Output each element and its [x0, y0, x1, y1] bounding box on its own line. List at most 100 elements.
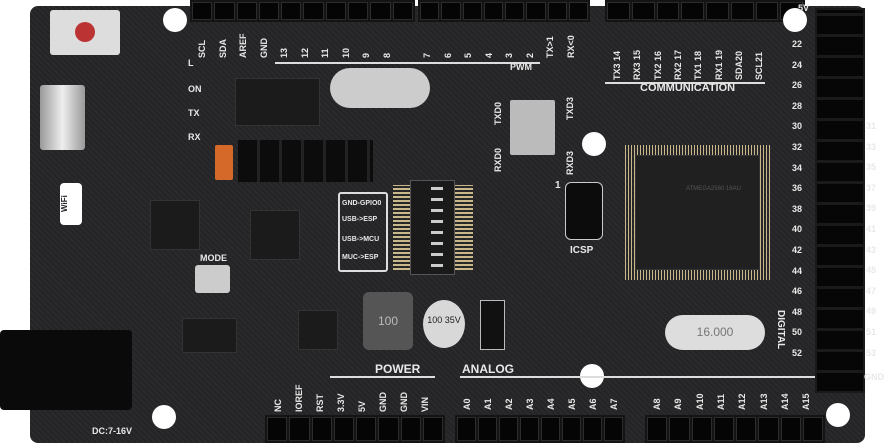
- pin-label: 38: [792, 203, 803, 214]
- pin-label: 28: [792, 100, 803, 111]
- right-double-header[interactable]: [815, 8, 865, 393]
- mode-button[interactable]: [195, 265, 230, 293]
- inductor: 100: [363, 292, 413, 350]
- bottom-header-power[interactable]: [265, 415, 445, 443]
- dip-pins-left: [393, 185, 411, 270]
- reset-button-cap[interactable]: [75, 22, 95, 42]
- power-label: POWER: [375, 362, 421, 376]
- dc-power-jack[interactable]: [0, 330, 132, 410]
- mode-usb-esp: USB->ESP: [342, 216, 378, 223]
- pin-label: TX>1: [545, 36, 555, 58]
- pin-label: A15: [801, 393, 812, 410]
- slide-switch[interactable]: [510, 100, 555, 155]
- pin-label: RX1 19: [713, 49, 724, 80]
- mount-hole: [152, 405, 176, 429]
- pin-label: TX2 16: [652, 50, 663, 80]
- pin-label: SDA20: [733, 50, 744, 80]
- mode-table: [338, 192, 388, 272]
- pin-label: 32: [792, 142, 803, 152]
- flash-chip: [250, 210, 300, 260]
- pin-label: 12: [299, 47, 310, 58]
- usb-serial-chip: [235, 78, 320, 126]
- rxd3-label: RXD3: [565, 150, 575, 175]
- right-gnd-label: GND: [864, 372, 884, 382]
- pin-label: 42: [792, 245, 803, 255]
- right-5v-label: 5V: [798, 3, 810, 13]
- icsp-pin1-label: 1: [555, 180, 561, 191]
- pin-label: 43: [866, 244, 877, 255]
- pin-label: GND: [378, 392, 388, 412]
- mount-hole: [582, 132, 606, 156]
- pin-label: A5: [567, 398, 577, 410]
- mcu-marking: ATMEGA2560 16AU: [686, 186, 741, 192]
- pwm-label: PWM: [510, 62, 532, 72]
- pwm-line: [275, 62, 540, 64]
- pin-label: 47: [866, 285, 877, 296]
- pin-label: 36: [792, 183, 803, 194]
- pin-label: 5: [463, 52, 473, 58]
- reset-button[interactable]: [50, 10, 120, 55]
- diode: [480, 300, 505, 350]
- mode-usb-mcu: USB->MCU: [342, 236, 380, 243]
- top-header-left[interactable]: [190, 0, 415, 22]
- mount-hole: [163, 8, 187, 32]
- pin-label: 39: [866, 203, 877, 214]
- pin-label: RX2 17: [672, 49, 683, 80]
- voltage-regulator: [182, 318, 237, 353]
- power-line: [330, 376, 435, 378]
- micro-usb-port[interactable]: [40, 85, 85, 150]
- on-led-label: ON: [188, 84, 202, 94]
- pin-label: 11: [320, 48, 330, 58]
- pin-label: 30: [792, 121, 803, 132]
- pin-label: SCL21: [754, 51, 765, 80]
- esp-chip: [150, 200, 200, 250]
- pin-label: 34: [792, 162, 803, 173]
- pin-label: 41: [866, 224, 877, 234]
- pin-label: 6: [442, 52, 453, 58]
- pin-label: A4: [546, 398, 556, 410]
- pin-label: 3.3V: [336, 393, 346, 412]
- pin-label: 44: [792, 265, 803, 276]
- pin-label: 40: [792, 224, 803, 235]
- icsp-label: ICSP: [570, 245, 594, 256]
- pin-label: 51: [866, 327, 877, 337]
- txd0-label: TXD0: [493, 101, 503, 125]
- pin-label: SDA: [217, 38, 228, 58]
- top-header-mid[interactable]: [418, 0, 590, 22]
- pin-label: A1: [483, 398, 493, 410]
- pin-label: GND: [399, 392, 409, 412]
- bottom-header-analog2[interactable]: [645, 415, 825, 443]
- pin-label: 45: [866, 265, 877, 276]
- l-led-label: L: [188, 58, 194, 68]
- regulator-chip: [298, 310, 338, 350]
- pin-label: 31: [866, 121, 877, 131]
- analog-line: [460, 376, 815, 378]
- txd3-label: TXD3: [565, 96, 575, 120]
- esp-header[interactable]: [238, 140, 373, 182]
- digital-label: DIGITAL: [775, 310, 786, 350]
- dip-switch[interactable]: [410, 180, 455, 275]
- pin-label: 37: [866, 182, 877, 193]
- pin-label: RX3 15: [632, 49, 643, 80]
- pin-label: AREF: [238, 33, 248, 59]
- crystal-oscillator: [330, 68, 430, 108]
- pin-label: RX<0: [565, 35, 576, 58]
- pin-label: A9: [673, 398, 684, 410]
- mount-hole: [783, 8, 807, 32]
- pin-label: 7: [422, 52, 432, 58]
- pin-label: A7: [609, 398, 619, 410]
- mount-hole: [826, 403, 850, 427]
- pin-label: 2: [524, 52, 535, 58]
- icsp-header[interactable]: [565, 182, 603, 240]
- pin-label: A0: [462, 398, 472, 410]
- pin-label: 24: [792, 59, 803, 70]
- pin-label: A14: [779, 393, 790, 410]
- wifi-logo: WiFi: [60, 183, 82, 225]
- pin-label: 50: [792, 327, 803, 338]
- pin-label: 33: [866, 141, 877, 152]
- pin-label: 52: [792, 348, 803, 358]
- pin-label: A8: [652, 398, 662, 410]
- pin-label: 53: [866, 347, 877, 358]
- bottom-header-analog[interactable]: [455, 415, 625, 443]
- top-header-comm[interactable]: [605, 0, 805, 22]
